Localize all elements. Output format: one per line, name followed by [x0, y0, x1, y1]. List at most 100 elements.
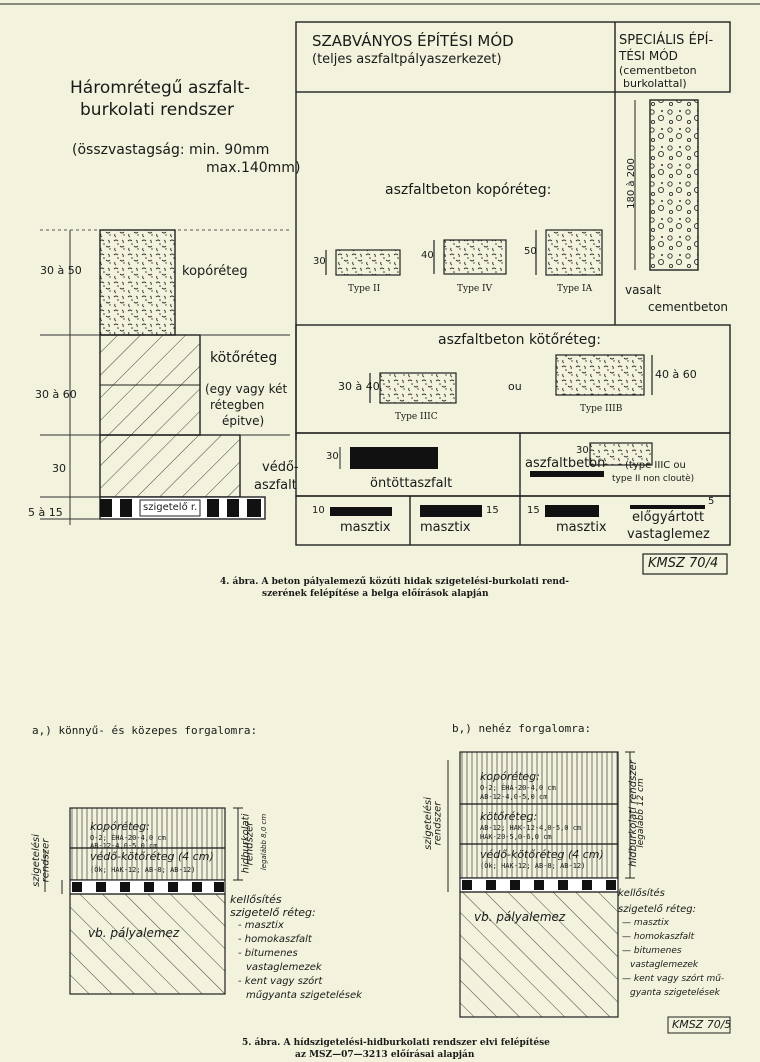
layer-koto-label: kötőréteg — [210, 350, 278, 366]
type4-label: Type IV — [457, 284, 493, 294]
b-hid-2: legalább 12 cm — [635, 778, 646, 848]
dim5: 5 — [708, 496, 715, 507]
layer-stack — [40, 229, 290, 525]
vert-dim-label: 180 à 200 — [625, 158, 637, 209]
a-list-1: - homokaszfalt — [238, 934, 312, 945]
kmsz-70-5-box — [667, 1016, 731, 1034]
spec-head-4: burkolattal) — [623, 77, 687, 90]
layer-egy-2: rétegben — [210, 398, 265, 412]
kmsz-70-5: KMSZ 70/5 — [672, 1018, 732, 1031]
koto-title: aszfaltbeton kötőréteg: — [438, 332, 601, 348]
ou-label: ou — [508, 380, 522, 393]
fig4-frame — [0, 3, 760, 546]
b-list-0: — masztix — [622, 918, 669, 928]
dim30-ab: 30 — [576, 445, 589, 456]
kopo-title: aszfaltbeton kopóréteg: — [385, 182, 552, 198]
masztix-bars — [330, 505, 705, 517]
ab-small-block — [589, 442, 653, 466]
a-kopo-1: O-2; ÉHA-20-4,0 cm — [90, 834, 166, 842]
a-list-2: - bitumenes — [238, 948, 298, 959]
vasalt-2: cementbeton — [648, 300, 729, 314]
spec-head-3: (cementbeton — [619, 64, 697, 77]
b-list-1: — homokaszfalt — [622, 932, 695, 942]
layer-egy-3: épitve) — [222, 414, 265, 428]
a-vedo: védő-kötőréteg (4 cm) — [90, 850, 214, 863]
a-vedo-sub: (Ök; HAK-12; AB-8; AB-12) — [90, 866, 196, 874]
std-head-2: (teljes aszfaltpályaszerkezet) — [312, 52, 502, 67]
fig4-left-title-1: Háromrétegű aszfalt- — [70, 78, 251, 98]
type3b-label: Type IIIB — [580, 404, 623, 414]
spec-head-1: SPECIÁLIS ÉPÍ- — [619, 33, 714, 48]
fig5b-drawing — [447, 751, 635, 1018]
b-kopo: kopóréteg: — [480, 770, 540, 783]
ab-label: aszfaltbeton — [525, 456, 606, 471]
type2nc: type II non cloutè) — [612, 474, 695, 484]
d30: 30 — [52, 462, 66, 475]
b-rendszer: rendszer — [432, 801, 444, 846]
type2-label: Type II — [348, 284, 381, 294]
fig4-left-title-2: burkolati rendszer — [80, 100, 234, 120]
fig5-caption-2: az MSZ—07—3213 előírásai alapján — [295, 1050, 475, 1060]
b-kopo-1: O-2; ÉHA-20-4,0 cm — [480, 784, 556, 792]
a-kopo-2: AB-12-4,0-5,0 cm — [90, 842, 158, 850]
type3c-label: Type IIIC — [395, 412, 438, 422]
fig4-thick-1: (összvastagság: min. 90mm — [72, 142, 270, 158]
fig5a-title: a,) könnyű- és közepes forgalomra: — [32, 724, 258, 737]
b-vb: vb. pályalemez — [474, 910, 566, 924]
fig5-caption-1: 5. ábra. A hídszigetelési-hidburkolati r… — [242, 1038, 550, 1048]
d5a15: 5 à 15 — [28, 506, 63, 519]
fig4-caption-1: 4. ábra. A beton pályalemezű közúti hida… — [220, 577, 569, 587]
kmsz-70-4-box — [642, 553, 728, 575]
b-list-2: — bitumenes — [622, 946, 682, 956]
dim30a40: 30 à 40 — [338, 380, 380, 393]
dim30-type2: 30 — [313, 256, 326, 267]
a-hid-3: legalább 8,0 cm — [260, 813, 269, 871]
type3c-ou: (type IIIC ou — [625, 460, 686, 471]
b-koto-2: HAK-20-5,0-6,0 cm — [480, 833, 552, 841]
layer-vedo-2: aszfalt — [254, 478, 297, 493]
masztix-1: masztix — [340, 520, 391, 535]
a-list-5: műgyanta szigetelések — [246, 990, 362, 1001]
dim50-type1a: 50 — [524, 246, 537, 257]
b-koto-1: AB-12; HAK-12-4,0-5,0 cm — [480, 824, 582, 832]
cementbeton-block — [649, 99, 699, 271]
koto-samples — [369, 354, 653, 404]
masztix-3: masztix — [556, 520, 607, 535]
layer-egy-1: (egy vagy két — [205, 382, 288, 396]
kmsz-70-4: KMSZ 70/4 — [648, 556, 719, 571]
a-szig-reteg: szigetelő réteg: — [230, 906, 316, 919]
layer-vedo-1: védő- — [262, 460, 299, 475]
ontottaszfalt-bar — [350, 447, 438, 469]
elogy-1: előgyártott — [632, 510, 705, 525]
d30a60: 30 à 60 — [35, 388, 77, 401]
szig-label: szigetelő r. — [143, 502, 198, 513]
fig4-thick-2: max.140mm) — [206, 160, 301, 176]
b-list-4: — kent vagy szórt mű- — [622, 974, 725, 984]
a-list-0: - masztix — [238, 920, 284, 931]
a-kellosites: kellősítés — [230, 893, 282, 906]
fig5b-title: b,) nehéz forgalomra: — [452, 722, 592, 735]
vasalt-1: vasalt — [625, 283, 662, 297]
a-vb: vb. pályalemez — [88, 926, 180, 940]
type1a-label: Type IA — [557, 284, 593, 294]
ab-base-bar — [530, 471, 604, 477]
kopo-samples — [325, 229, 603, 276]
dim15-a: 15 — [486, 505, 499, 516]
a-kopo: kopóréteg: — [90, 820, 150, 833]
b-szig-reteg: szigetelő réteg: — [618, 904, 696, 915]
onto-label: öntöttaszfalt — [370, 476, 453, 491]
d30a50: 30 à 50 — [40, 264, 82, 277]
dim15-b: 15 — [527, 505, 540, 516]
std-head-1: SZABVÁNYOS ÉPÍTÉSI MÓD — [312, 32, 514, 50]
b-list-3: vastaglemezek — [630, 960, 699, 970]
a-list-3: vastaglemezek — [246, 962, 322, 973]
b-kellosites: kellősítés — [618, 888, 665, 899]
elogy-2: vastaglemez — [627, 527, 710, 542]
b-vedo: védő-kötőréteg (4 cm) — [480, 848, 604, 861]
dim40-type4: 40 — [421, 250, 434, 261]
b-kopo-2: AB-12-4,0-5,0 cm — [480, 793, 548, 801]
fig5a-drawing — [44, 807, 243, 995]
dim30-onto: 30 — [326, 451, 339, 462]
a-rendszer: rendszer — [40, 838, 52, 883]
fig4-caption-2: szerének felépítése a belga előírások al… — [262, 589, 489, 599]
